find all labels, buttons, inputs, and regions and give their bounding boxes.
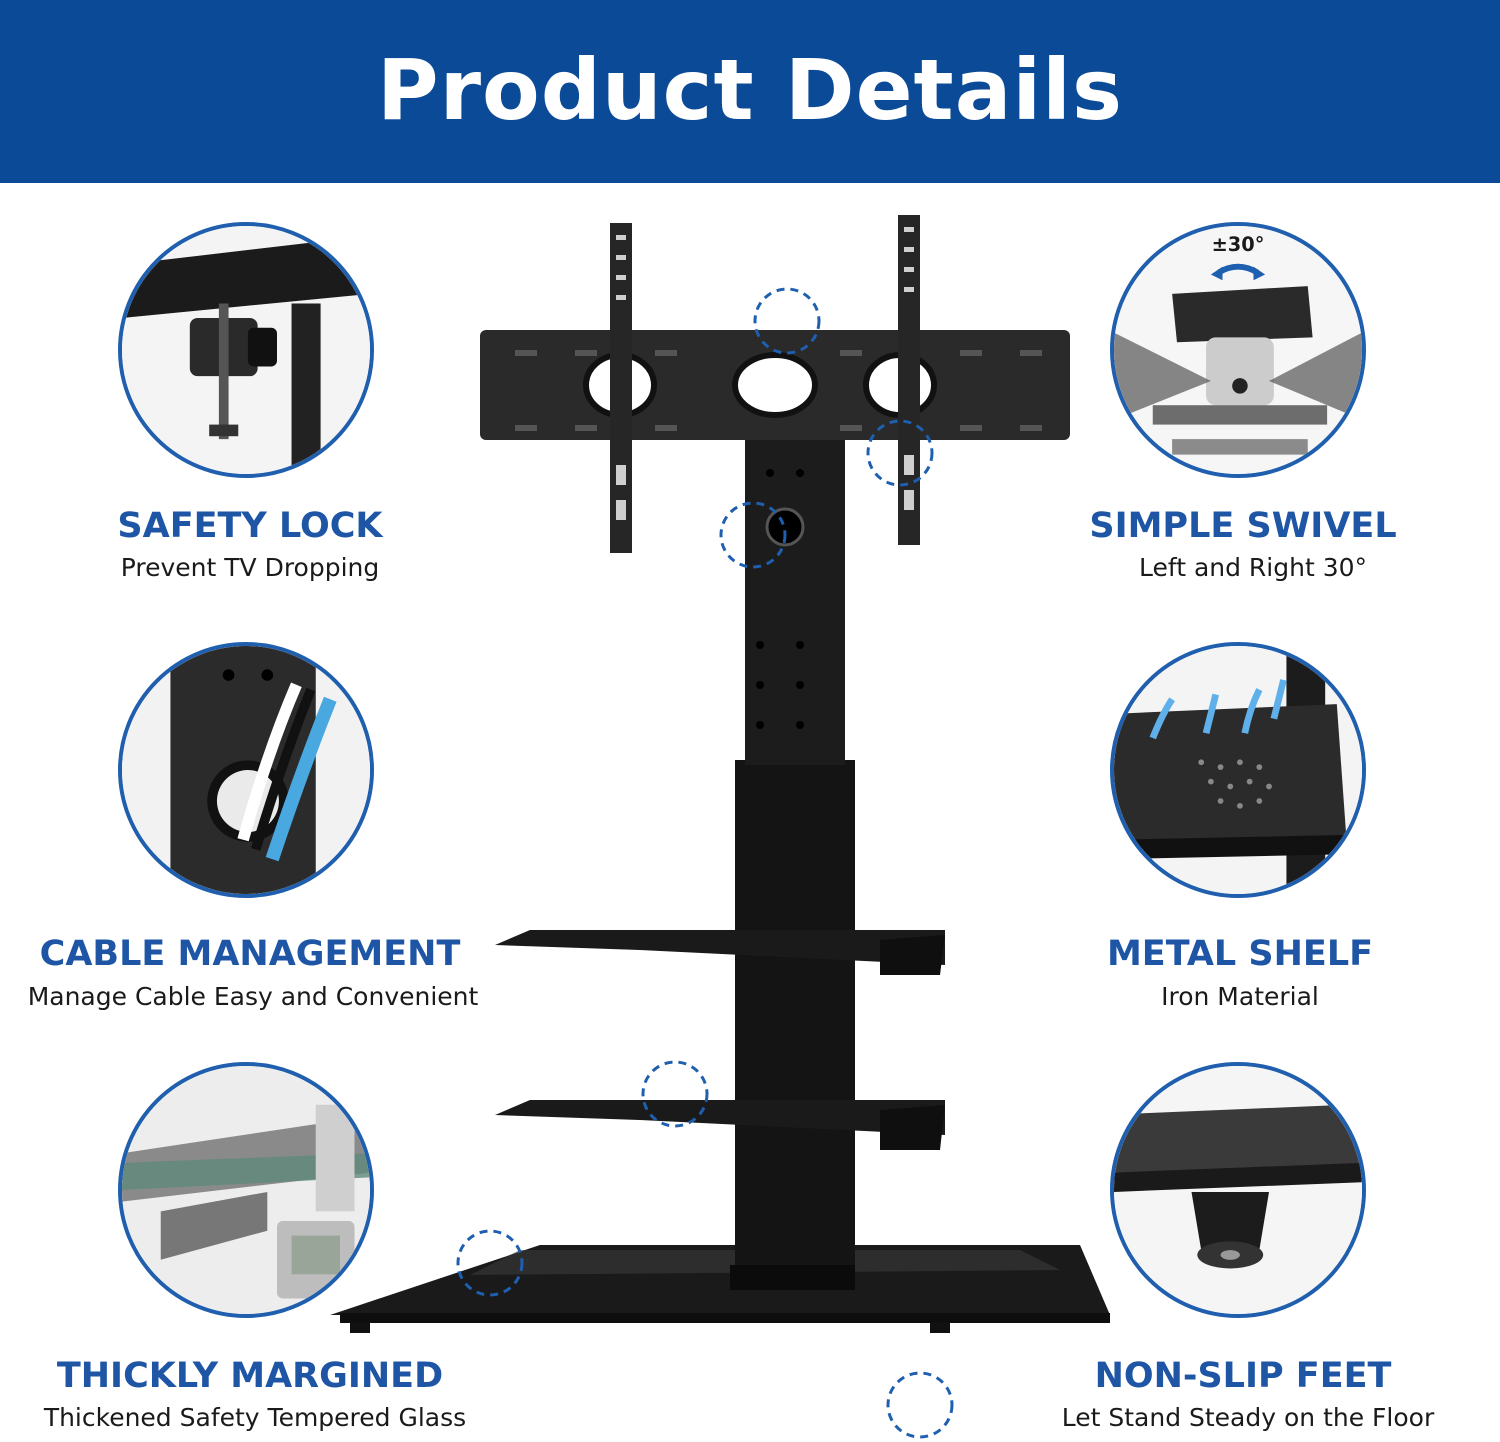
non-slip-feet-image	[1110, 1062, 1366, 1318]
upper-shelf	[495, 930, 945, 965]
thickly-margined-image	[118, 1062, 374, 1318]
thickly-margined-subtitle: Thickened Safety Tempered Glass	[43, 1403, 467, 1432]
lower-shelf	[495, 1100, 945, 1135]
column-lower	[735, 760, 855, 1290]
cable-management-subtitle: Manage Cable Easy and Convenient	[27, 982, 479, 1011]
safety-lock-image	[118, 222, 374, 478]
non-slip-feet-subtitle: Let Stand Steady on the Floor	[1061, 1403, 1435, 1432]
cable-management-image	[118, 642, 374, 898]
simple-swivel-subtitle: Left and Right 30°	[1138, 553, 1368, 582]
safety-lock-title: SAFETY LOCK	[117, 506, 383, 546]
cable-management-title: CABLE MANAGEMENT	[39, 934, 461, 974]
metal-shelf-subtitle: Iron Material	[1161, 982, 1319, 1011]
header-banner: Product Details	[0, 0, 1500, 183]
safety-lock-subtitle: Prevent TV Dropping	[120, 553, 380, 582]
non-slip-feet-title: NON-SLIP FEET	[1094, 1356, 1392, 1396]
page-title: Product Details	[377, 40, 1123, 139]
simple-swivel-image: ±30°	[1110, 222, 1366, 478]
metal-shelf-title: METAL SHELF	[1106, 934, 1374, 974]
thickly-margined-title: THICKLY MARGINED	[56, 1356, 444, 1396]
tv-stand-illustration	[320, 205, 1120, 1440]
simple-swivel-title: SIMPLE SWIVEL	[1089, 506, 1397, 546]
right-bracket	[898, 215, 920, 545]
swivel-angle-label: ±30°	[1212, 233, 1265, 256]
left-bracket	[610, 223, 632, 553]
metal-shelf-image	[1110, 642, 1366, 898]
